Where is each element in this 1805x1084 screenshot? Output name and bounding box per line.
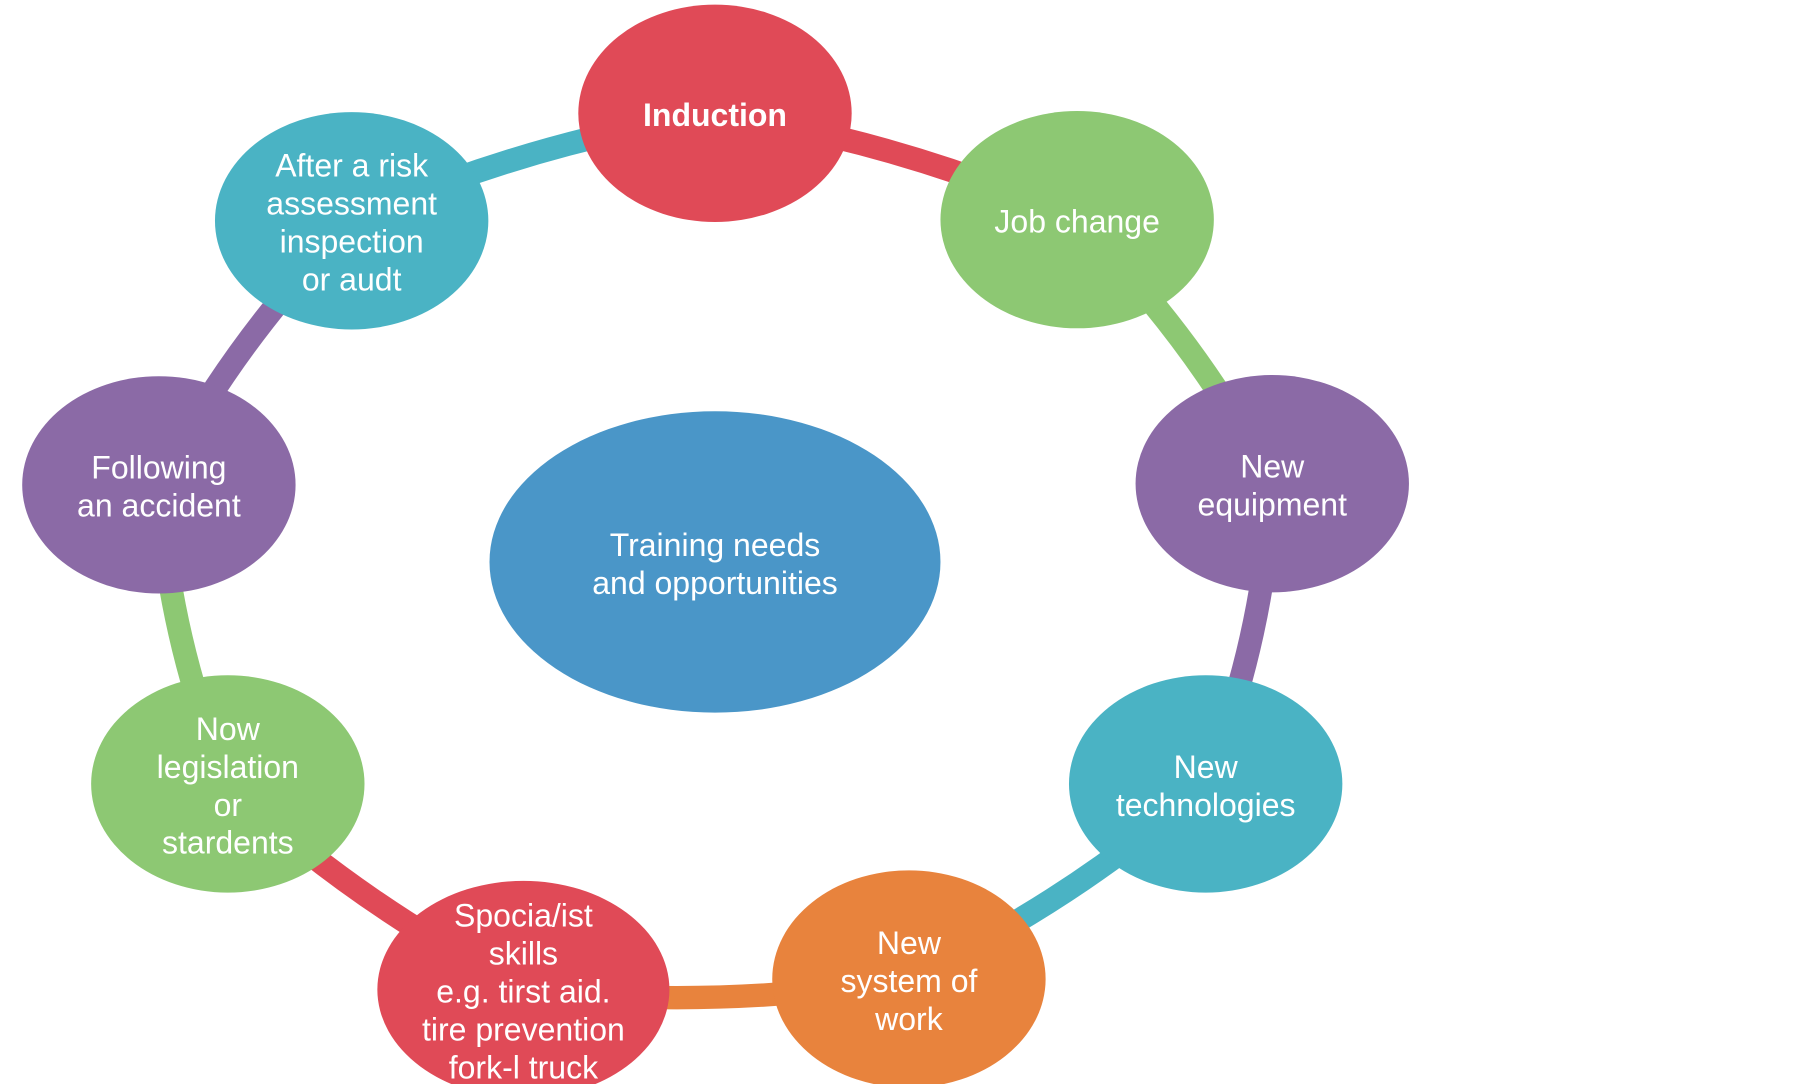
node-new-equipment-ellipse <box>1135 375 1409 593</box>
node-specialist-skills-label-line-4: tire prevention <box>422 1011 625 1047</box>
node-new-legislation-label-line-2: legislation <box>157 749 299 785</box>
node-following-accident-label-line-1: Following <box>91 450 226 486</box>
node-new-legislation-label-line-3: or <box>214 787 243 823</box>
node-new-technologies-label-line-2: technologies <box>1116 787 1296 823</box>
node-specialist-skills-ellipse <box>377 880 670 1084</box>
node-job-change-label: Job change <box>994 203 1159 239</box>
node-after-risk-assessment-label-line-2: assessment <box>266 186 437 222</box>
node-induction: Induction <box>578 4 852 222</box>
node-new-system-of-work-ellipse <box>772 870 1046 1084</box>
node-new-system-of-work-label-line-3: work <box>874 1001 944 1037</box>
node-after-risk-assessment-label-line-4: or audt <box>302 262 402 298</box>
node-new-system-of-work-label-line-1: New <box>877 925 942 961</box>
node-after-risk-assessment-label-line-1: After a risk <box>275 148 429 184</box>
node-following-accident-label-line-2: an accident <box>77 488 241 524</box>
node-induction-label-line-1: Induction <box>643 97 787 133</box>
node-specialist-skills-label-line-2: skills <box>489 935 558 971</box>
node-new-technologies-ellipse <box>1068 675 1343 893</box>
node-new-technologies-label-line-1: New <box>1174 749 1239 785</box>
node-new-equipment-label-line-2: equipment <box>1198 487 1348 523</box>
node-specialist-skills-label-line-1: Spocia/ist <box>454 897 593 933</box>
node-new-equipment-label-line-1: New <box>1240 449 1305 485</box>
node-following-accident-ellipse <box>22 376 296 594</box>
node-job-change-label-line-1: Job change <box>994 203 1159 239</box>
center-label-line-2: and opportunities <box>592 565 838 601</box>
node-job-change-ellipse <box>940 110 1214 329</box>
node-new-legislation-ellipse <box>91 675 365 893</box>
node-new-system-of-work-label-line-2: system of <box>840 963 977 999</box>
node-after-risk-assessment-label-line-3: inspection <box>280 224 424 260</box>
node-specialist-skills-label-line-3: e.g. tirst aid. <box>436 973 610 1009</box>
center-ellipse <box>489 411 941 713</box>
node-specialist-skills-label-line-5: fork-l truck <box>449 1049 599 1084</box>
center-label-line-1: Training needs <box>610 527 821 563</box>
node-job-change: Job change <box>940 110 1214 329</box>
node-induction-ellipse <box>578 4 852 222</box>
node-new-legislation-label-line-1: Now <box>196 711 261 747</box>
node-new-legislation-label-line-4: stardents <box>162 825 294 861</box>
node-induction-label: Induction <box>643 97 787 133</box>
node-after-risk-assessment-ellipse <box>214 112 489 330</box>
